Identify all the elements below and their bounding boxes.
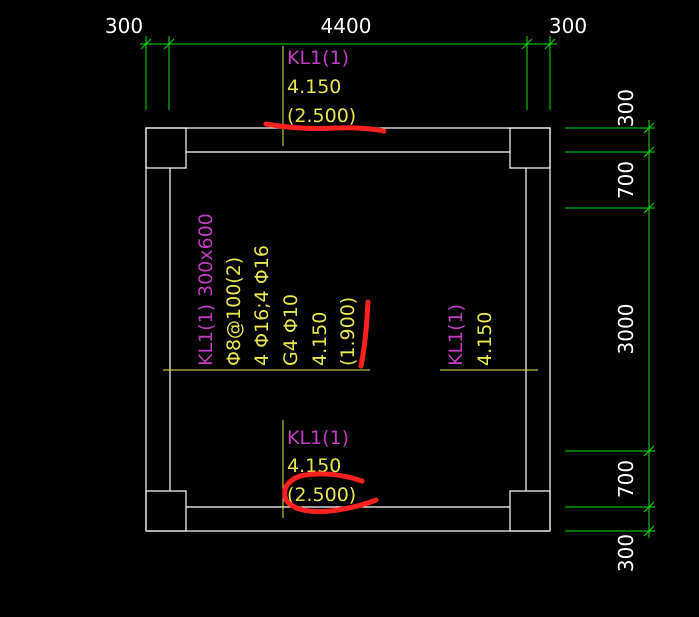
beam-stirrup: Φ8@100(2) <box>223 257 245 366</box>
highlight-underline-top <box>263 121 387 134</box>
beam-annotation-top: KL1(1) 4.150 (2.500) <box>282 46 356 146</box>
top-tick <box>140 38 152 50</box>
right-tick <box>643 525 655 537</box>
column-bottom-left <box>145 490 187 532</box>
beam-elevation: 4.150 <box>287 455 341 477</box>
beam-name: KL1(1) <box>287 427 349 449</box>
column-top-left <box>145 127 187 169</box>
right-tick <box>643 445 655 457</box>
beam-name: KL1(1) <box>195 304 217 366</box>
beam-elevation: 4.150 <box>287 76 341 98</box>
right-tick <box>643 501 655 513</box>
floor-plan-outline <box>145 127 551 532</box>
highlight-stroke-left <box>358 299 371 369</box>
beam-annotation-left: KL1(1) 300x600 Φ8@100(2) 4 Φ16;4 Φ16 G4 … <box>163 213 370 371</box>
column-top-right <box>509 127 551 169</box>
beam-annotation-bottom: KL1(1) 4.150 (2.500) <box>282 420 356 518</box>
beam-offset: (2.500) <box>287 484 356 506</box>
right-dimension-label: 700 <box>614 460 638 498</box>
top-tick <box>521 38 533 50</box>
top-dimension-label: 300 <box>105 14 143 38</box>
right-dimension-label: 300 <box>614 534 638 572</box>
right-dimension-label: 300 <box>614 89 638 127</box>
right-tick <box>643 202 655 214</box>
beam-offset: (1.900) <box>337 297 359 366</box>
top-tick <box>163 38 175 50</box>
top-dimension-label: 300 <box>549 14 587 38</box>
column-bottom-right <box>509 490 551 532</box>
highlight-circle-bottom <box>282 471 379 514</box>
beam-elevation: 4.150 <box>474 312 496 366</box>
highlight-marks <box>263 121 387 514</box>
beam-elevation: 4.150 <box>309 312 331 366</box>
right-tick <box>643 122 655 134</box>
beam-name: KL1(1) <box>445 304 467 366</box>
beam-longitudinal-bars: 4 Φ16;4 Φ16 <box>251 245 273 366</box>
right-dimension-chain: 300 700 3000 700 300 <box>565 89 655 572</box>
right-dimension-label: 3000 <box>614 304 638 355</box>
beam-side-bars: G4 Φ10 <box>280 294 302 366</box>
beam-name: KL1(1) <box>287 47 349 69</box>
right-tick <box>643 146 655 158</box>
beam-annotation-right: KL1(1) 4.150 <box>440 304 538 371</box>
beam-offset: (2.500) <box>287 105 356 127</box>
top-dimension-label: 4400 <box>321 14 372 38</box>
top-dimension-chain: 300 4400 300 <box>105 14 587 110</box>
right-dimension-label: 700 <box>614 161 638 199</box>
beam-section: 300x600 <box>195 213 217 297</box>
top-tick <box>544 38 556 50</box>
